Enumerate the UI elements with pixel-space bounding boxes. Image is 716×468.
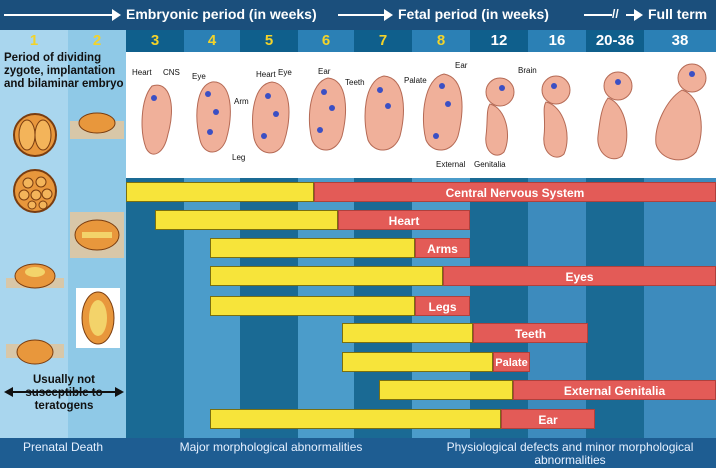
eyes-bar-label: Eyes <box>443 266 716 286</box>
fetal-period-label: Fetal period (in weeks) <box>398 6 549 22</box>
outcome-footer: Prenatal Death Major morphological abnor… <box>0 438 716 468</box>
embryo-label: Eye <box>192 72 206 81</box>
full-term-label: Full term <box>648 6 707 22</box>
arrow-right-icon <box>634 9 643 21</box>
embryo-label: Palate <box>404 76 427 85</box>
blastocyst-image <box>6 260 64 298</box>
fetus-week-38-image <box>646 56 714 174</box>
period-header: Embryonic period (in weeks) Fetal period… <box>0 0 716 30</box>
embryo-label: Heart <box>132 68 152 77</box>
embryo-label: Eye <box>278 68 292 77</box>
week-label: 16 <box>528 30 586 52</box>
left-panel-title: Period of dividing zygote, implantation … <box>4 52 128 91</box>
double-arrow-icon <box>4 386 124 398</box>
week-label: 5 <box>240 30 298 52</box>
embryo-label: Genitalia <box>474 160 506 169</box>
genitalia-bar-label: External Genitalia <box>513 380 716 400</box>
eyes-sensitive-bar <box>210 266 443 286</box>
arrow-right-icon <box>384 9 393 21</box>
fetus-week-20-36-image <box>588 56 642 174</box>
embryo-label: External <box>436 160 465 169</box>
implantation-image <box>70 105 124 145</box>
embryo-label: Brain <box>518 66 537 75</box>
embryo-week-8-image <box>414 56 468 174</box>
palate-sensitive-bar <box>342 352 493 372</box>
embryo-label: Ear <box>455 61 467 70</box>
ear-bar-label: Ear <box>501 409 595 429</box>
legs-bar-label: Legs <box>415 296 470 316</box>
cns-bar-label: Central Nervous System <box>314 182 716 202</box>
arrow-line <box>338 14 386 16</box>
week-label: 20-36 <box>586 30 644 52</box>
zygote-2cell-image <box>10 112 60 158</box>
embryonic-period-label: Embryonic period (in weeks) <box>126 6 317 22</box>
embryo-label: Heart <box>256 70 276 79</box>
week-label: 6 <box>298 30 354 52</box>
implanting-embryo-image <box>6 334 64 370</box>
week-label: 12 <box>470 30 528 52</box>
week-label: 38 <box>644 30 716 52</box>
break-icon: // <box>612 7 619 21</box>
arms-sensitive-bar <box>210 238 415 258</box>
cns-sensitive-bar <box>126 182 314 202</box>
major-abnormalities-label: Major morphological abnormalities <box>126 441 416 454</box>
prenatal-death-label: Prenatal Death <box>0 441 126 454</box>
bilaminar-embryo-image <box>76 288 120 348</box>
band <box>470 178 528 440</box>
arrow-line <box>4 14 114 16</box>
week-label: 4 <box>184 30 240 52</box>
palate-bar-label: Palate <box>493 352 530 372</box>
embryo-label: Leg <box>232 153 245 162</box>
arms-bar-label: Arms <box>415 238 470 258</box>
legs-sensitive-bar <box>210 296 415 316</box>
bilaminar-disc-image <box>70 212 124 258</box>
teeth-bar-label: Teeth <box>473 323 588 343</box>
ear-sensitive-bar <box>210 409 501 429</box>
embryo-label: Ear <box>318 67 330 76</box>
week-label: 7 <box>354 30 412 52</box>
morula-image <box>10 168 60 214</box>
embryo-label: Teeth <box>345 78 365 87</box>
heart-bar-label: Heart <box>338 210 470 230</box>
arrow-right-icon <box>112 9 121 21</box>
genitalia-sensitive-bar <box>379 380 513 400</box>
week-label: 2 <box>68 30 126 52</box>
physiological-defects-label: Physiological defects and minor morpholo… <box>430 441 710 467</box>
embryo-label: CNS <box>163 68 180 77</box>
embryo-week-16-image <box>530 56 584 174</box>
week-label: 3 <box>126 30 184 52</box>
teeth-sensitive-bar <box>342 323 473 343</box>
week-label: 8 <box>412 30 470 52</box>
embryo-label: Arm <box>234 97 249 106</box>
heart-sensitive-bar <box>155 210 338 230</box>
week-label: 1 <box>0 30 68 52</box>
embryo-week-7-image <box>356 56 410 174</box>
arrow-line <box>584 14 612 16</box>
